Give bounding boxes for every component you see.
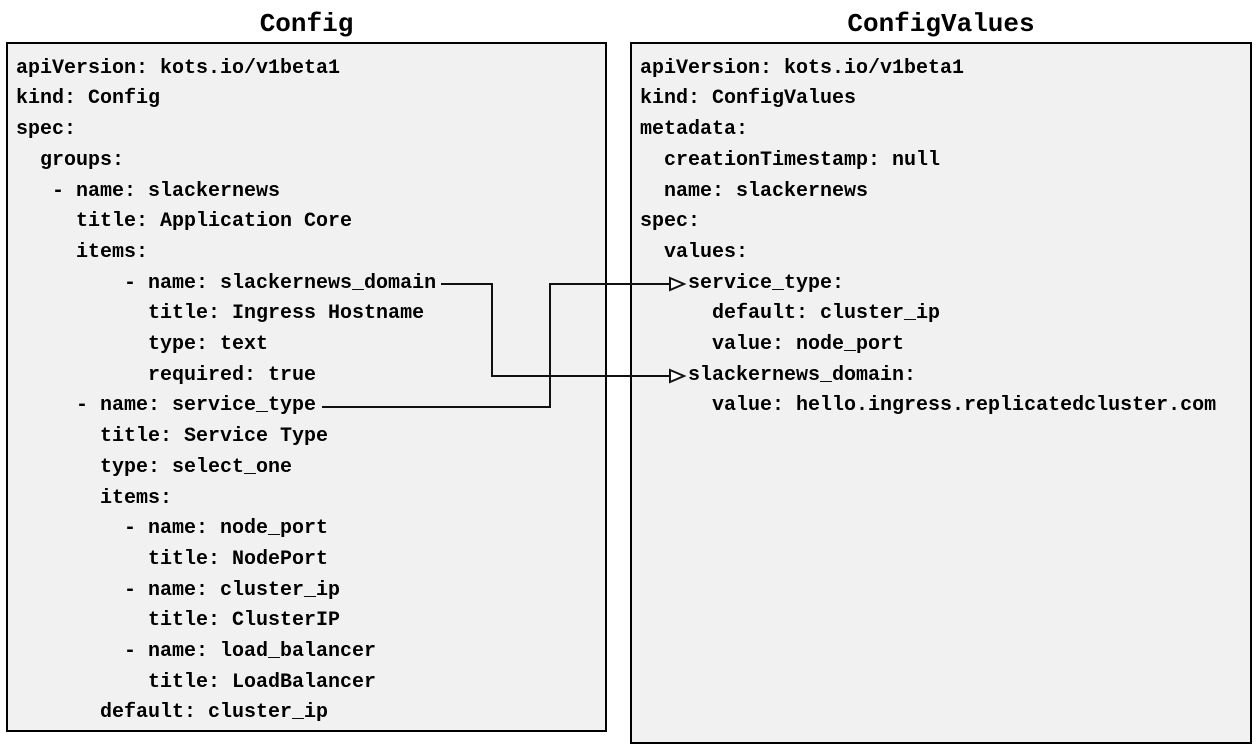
config-panel-title: Config <box>259 9 354 39</box>
configvalues-panel-title: ConfigValues <box>847 9 1035 39</box>
configvalues-yaml-panel: apiVersion: kots.io/v1beta1 kind: Config… <box>630 42 1252 744</box>
config-yaml-panel: apiVersion: kots.io/v1beta1 kind: Config… <box>6 42 607 732</box>
